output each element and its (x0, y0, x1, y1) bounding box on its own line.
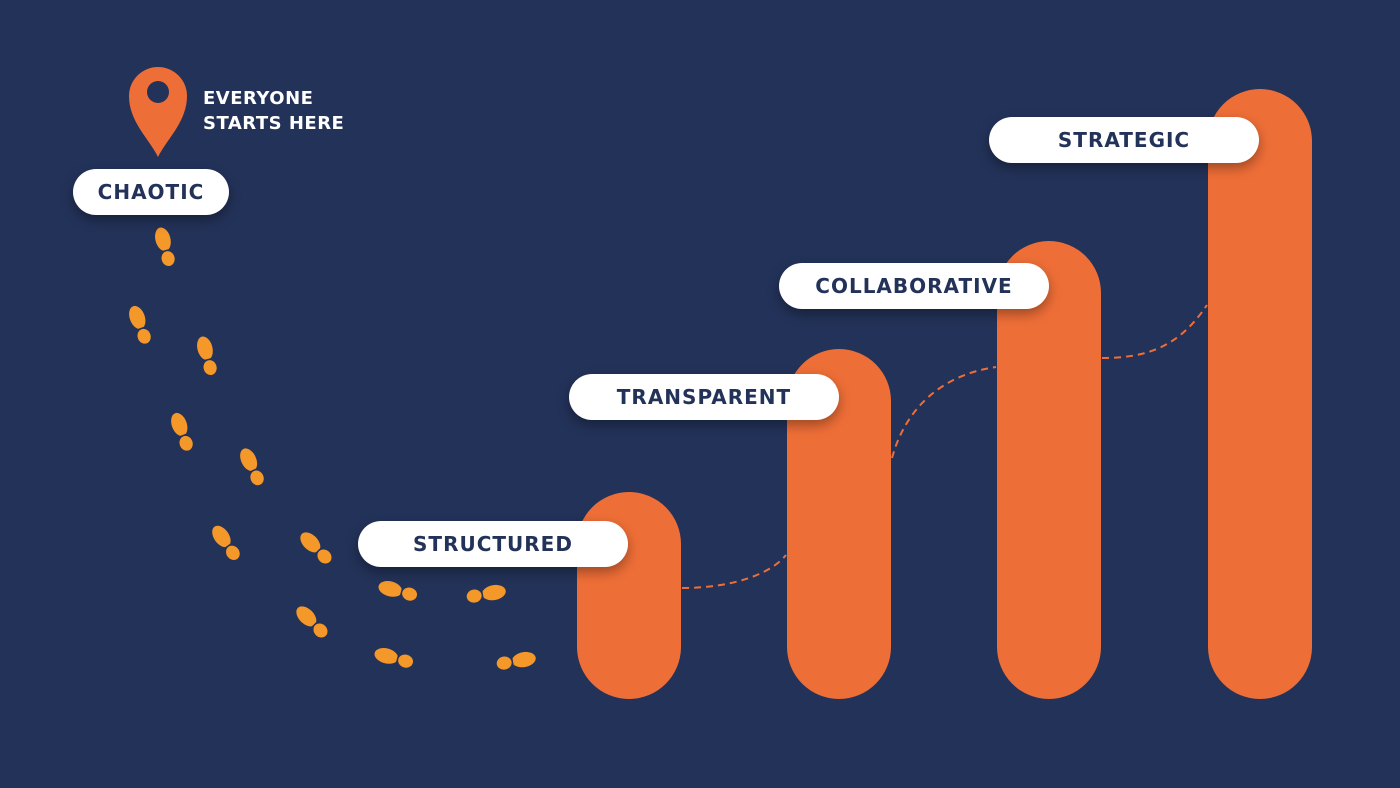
footprint-icon (168, 410, 196, 453)
footprint-icon (495, 650, 537, 672)
stage-label-collaborative: COLLABORATIVE (779, 263, 1049, 309)
stage-bar-strategic (1208, 89, 1312, 699)
footprint-icon (292, 602, 332, 642)
footprints-trail (126, 225, 537, 672)
connector-dash-1 (681, 554, 787, 589)
footprint-icon (126, 303, 154, 346)
connector-dash-3 (1101, 304, 1208, 359)
start-label: EVERYONE STARTS HERE (203, 86, 344, 136)
connector-dash-2 (891, 366, 997, 459)
stage-bar-transparent (787, 349, 891, 699)
stage-label-transparent: TRANSPARENT (569, 374, 839, 420)
stage-label-chaotic: CHAOTIC (73, 169, 229, 215)
footprint-icon (208, 522, 244, 564)
stage-label-strategic: STRATEGIC (989, 117, 1259, 163)
footprint-icon (296, 528, 336, 568)
footprint-icon (194, 334, 220, 377)
start-label-line-2: STARTS HERE (203, 113, 345, 134)
footprint-icon (465, 583, 507, 605)
footprint-icon (236, 445, 268, 488)
start-label-line-1: EVERYONE (203, 88, 314, 109)
location-pin-icon (129, 67, 187, 157)
footprint-icon (376, 578, 419, 604)
footprint-icon (152, 225, 178, 268)
stage-label-structured: STRUCTURED (358, 521, 628, 567)
footprint-icon (372, 645, 415, 671)
stage-bar-collaborative (997, 241, 1101, 699)
